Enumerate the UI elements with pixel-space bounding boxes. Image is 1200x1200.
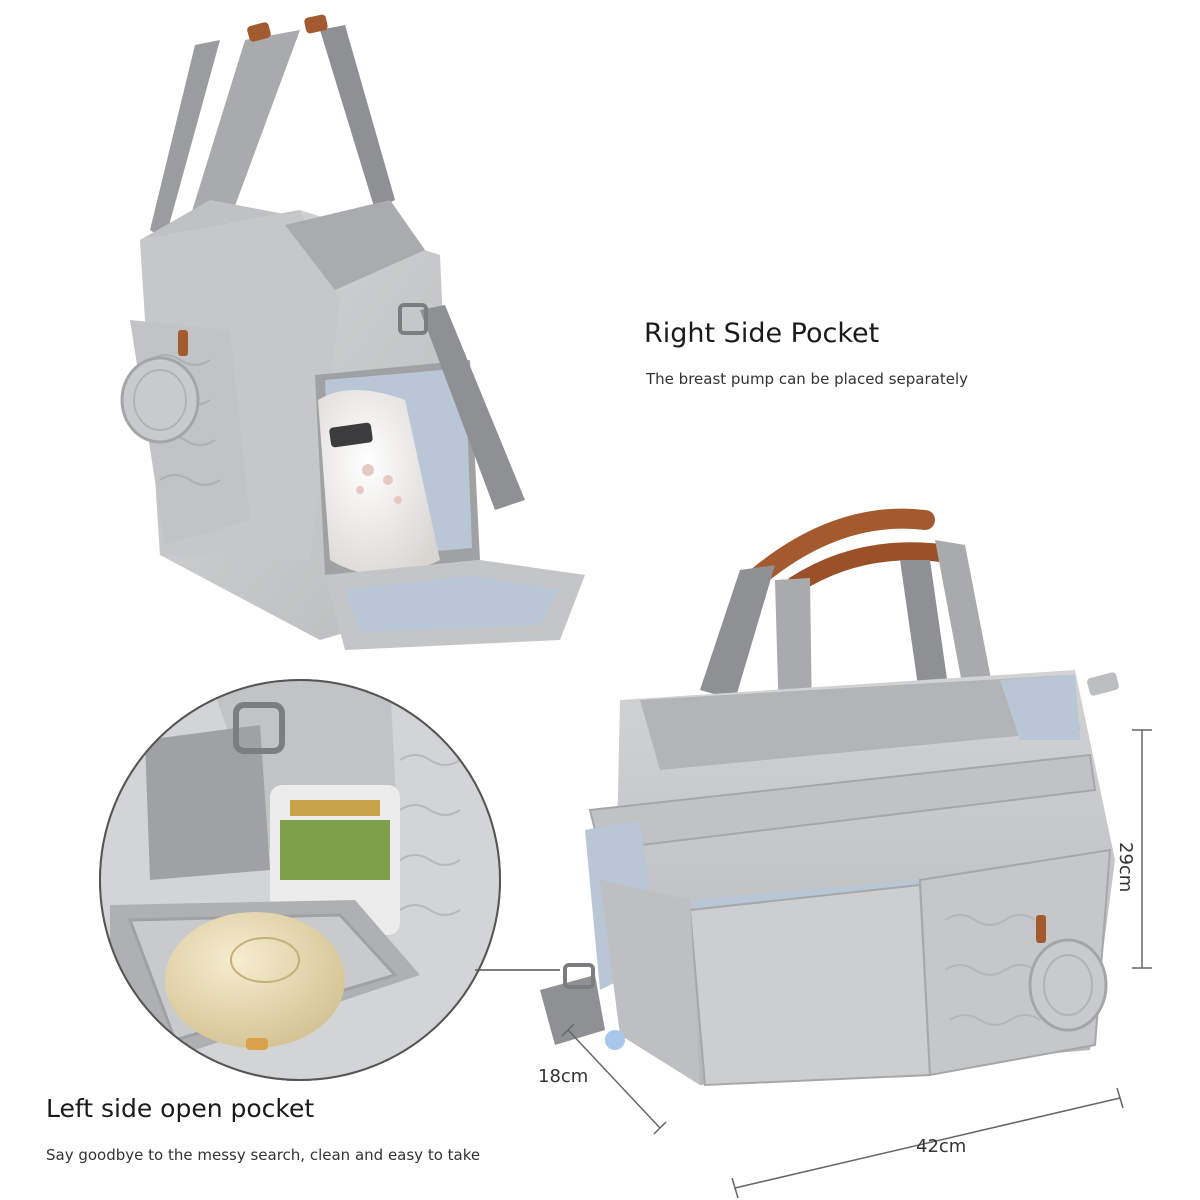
bag-top-view (120, 14, 585, 650)
width-dimension-label: 42cm (916, 1136, 967, 1157)
height-dimension-label: 29cm (1115, 842, 1136, 893)
left-pocket-title: Left side open pocket (46, 1094, 315, 1123)
left-pocket-detail (99, 679, 560, 1081)
bag-front-view (540, 508, 1119, 1087)
depth-dimension-label: 18cm (538, 1066, 589, 1087)
left-pocket-subtitle: Say goodbye to the messy search, clean a… (46, 1146, 481, 1164)
right-pocket-subtitle: The breast pump can be placed separately (646, 370, 968, 388)
right-pocket-title: Right Side Pocket (644, 318, 880, 349)
dimension-lines (561, 729, 1152, 1199)
